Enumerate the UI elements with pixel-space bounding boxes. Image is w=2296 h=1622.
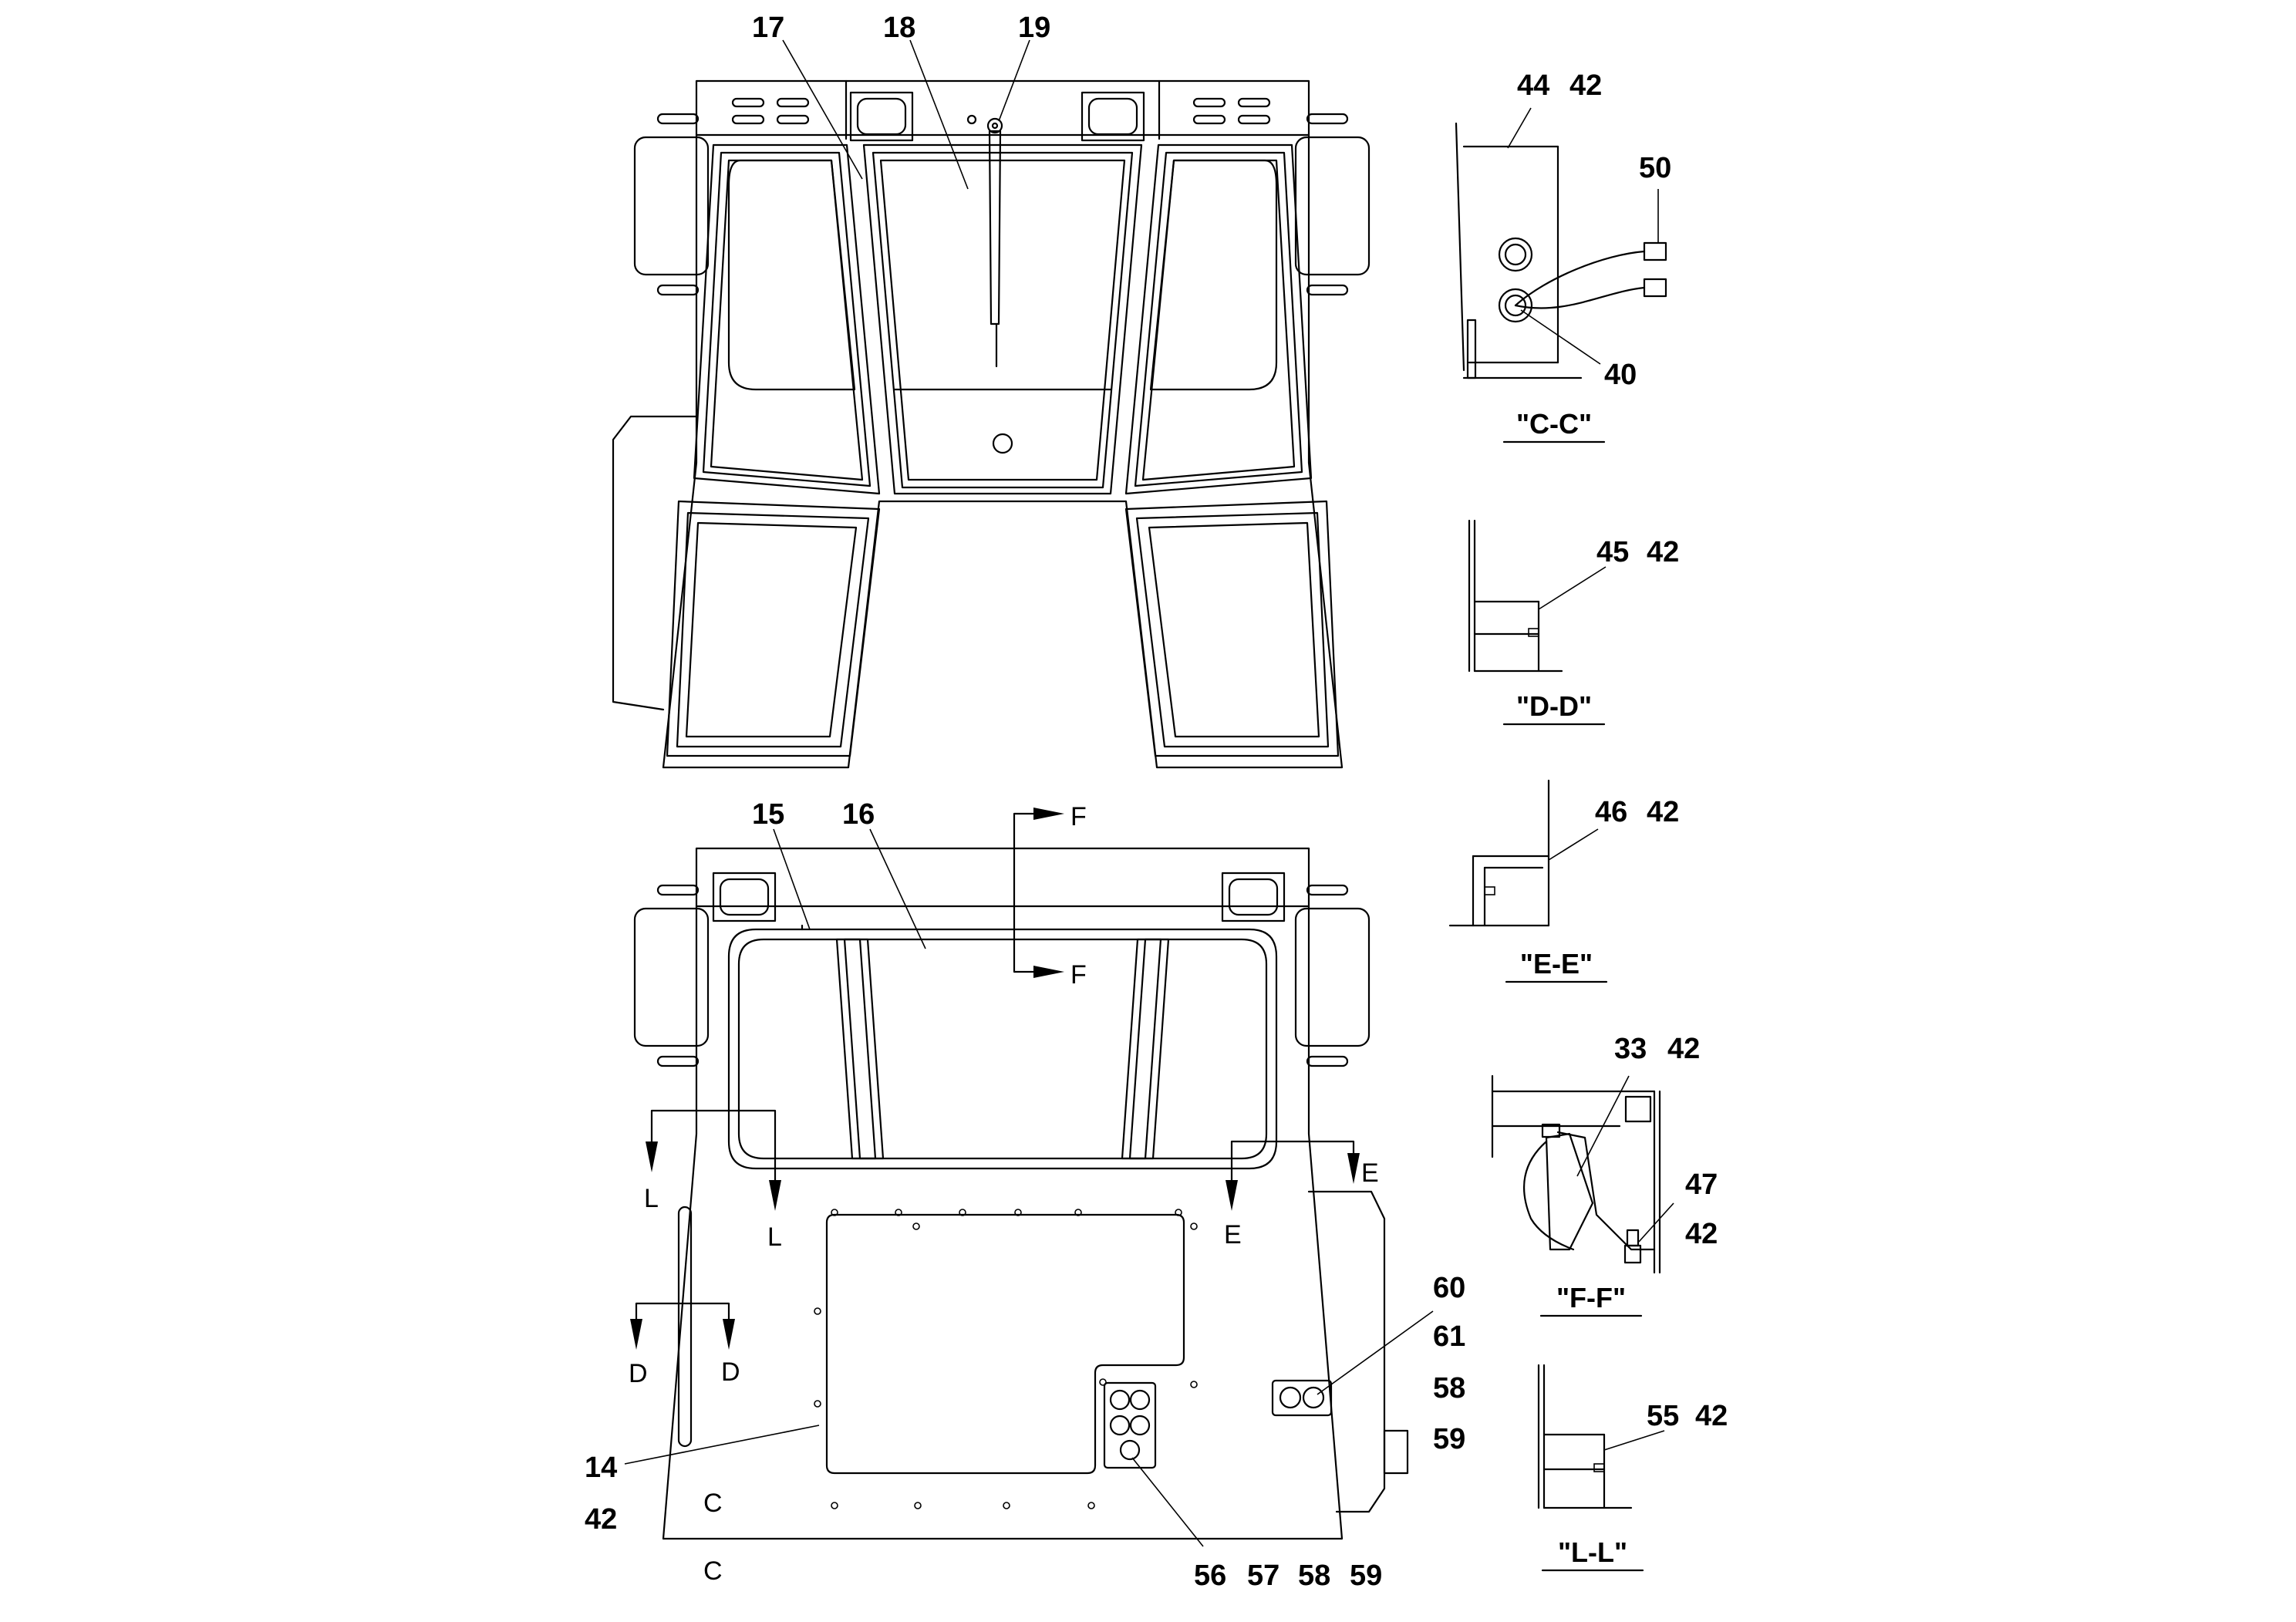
mirror-left bbox=[633, 136, 710, 276]
callout-59: 59 bbox=[1433, 1423, 1465, 1455]
marker-d: D bbox=[629, 1359, 648, 1388]
callout-33: 33 bbox=[1614, 1033, 1647, 1065]
connector-panel bbox=[1103, 1381, 1157, 1469]
callout-57: 57 bbox=[1247, 1560, 1279, 1592]
marker-d: D bbox=[721, 1357, 740, 1387]
callout-42: 42 bbox=[1647, 796, 1679, 828]
section-arrows bbox=[630, 808, 1360, 1350]
callout-55: 55 bbox=[1647, 1400, 1679, 1432]
section-cc-view bbox=[1455, 122, 1667, 379]
section-titles: "C-C" "D-D" "E-E" "F-F" "L-L" bbox=[1502, 408, 1644, 1572]
title-ee: "E-E" bbox=[1520, 948, 1593, 980]
marker-c: C bbox=[703, 1489, 723, 1518]
callout-58: 58 bbox=[1298, 1560, 1330, 1592]
rear-light-right bbox=[1221, 872, 1286, 922]
callout-61: 61 bbox=[1433, 1320, 1465, 1353]
work-light-left bbox=[849, 91, 914, 142]
callout-58: 58 bbox=[1433, 1372, 1465, 1404]
cab-front-view bbox=[612, 79, 1371, 769]
callout-40: 40 bbox=[1604, 359, 1637, 391]
callout-42: 42 bbox=[1695, 1400, 1728, 1432]
section-ff-view bbox=[1491, 1074, 1661, 1274]
wiper-arm bbox=[986, 117, 1003, 368]
callout-42: 42 bbox=[1667, 1033, 1700, 1065]
mirror-right bbox=[1294, 136, 1371, 276]
section-ee-view bbox=[1448, 779, 1550, 927]
callout-18: 18 bbox=[883, 12, 915, 44]
callout-42: 42 bbox=[1647, 536, 1679, 568]
section-letters: F F L L D D E E C C bbox=[629, 802, 1379, 1586]
marker-f: F bbox=[1070, 960, 1087, 990]
leader-lines bbox=[624, 39, 1674, 1547]
section-dd-view bbox=[1468, 519, 1563, 673]
cab-rear-view bbox=[633, 847, 1409, 1540]
callout-42: 42 bbox=[585, 1503, 617, 1536]
section-ll-view bbox=[1537, 1364, 1633, 1509]
callout-17: 17 bbox=[752, 12, 784, 44]
callout-14: 14 bbox=[585, 1452, 617, 1484]
title-dd: "D-D" bbox=[1516, 690, 1592, 722]
marker-e: E bbox=[1361, 1158, 1379, 1188]
callout-19: 19 bbox=[1018, 12, 1050, 44]
access-panel bbox=[814, 1209, 1198, 1509]
work-light-right bbox=[1081, 91, 1145, 142]
callout-15: 15 bbox=[752, 798, 784, 831]
marker-l: L bbox=[644, 1184, 659, 1213]
roof-vents bbox=[731, 97, 1271, 125]
callout-45: 45 bbox=[1596, 536, 1629, 568]
socket-panel bbox=[1271, 1379, 1333, 1417]
marker-c: C bbox=[703, 1556, 723, 1586]
callout-16: 16 bbox=[842, 798, 875, 831]
callout-44: 44 bbox=[1517, 69, 1549, 102]
callout-50: 50 bbox=[1639, 152, 1671, 184]
title-ff: "F-F" bbox=[1556, 1282, 1626, 1313]
callout-59: 59 bbox=[1350, 1560, 1382, 1592]
callout-42: 42 bbox=[1685, 1218, 1718, 1250]
callout-46: 46 bbox=[1595, 796, 1627, 828]
marker-f: F bbox=[1070, 802, 1087, 831]
rear-light-left bbox=[712, 872, 777, 922]
callout-42: 42 bbox=[1569, 69, 1602, 102]
title-ll: "L-L" bbox=[1558, 1536, 1627, 1568]
callout-47: 47 bbox=[1685, 1168, 1718, 1201]
callout-60: 60 bbox=[1433, 1272, 1465, 1304]
title-cc: "C-C" bbox=[1516, 408, 1592, 440]
part-callouts: 17 18 19 15 16 14 42 56 57 58 59 60 61 5… bbox=[585, 12, 1728, 1592]
marker-l: L bbox=[767, 1222, 782, 1252]
marker-e: E bbox=[1224, 1220, 1242, 1249]
callout-56: 56 bbox=[1194, 1560, 1226, 1592]
